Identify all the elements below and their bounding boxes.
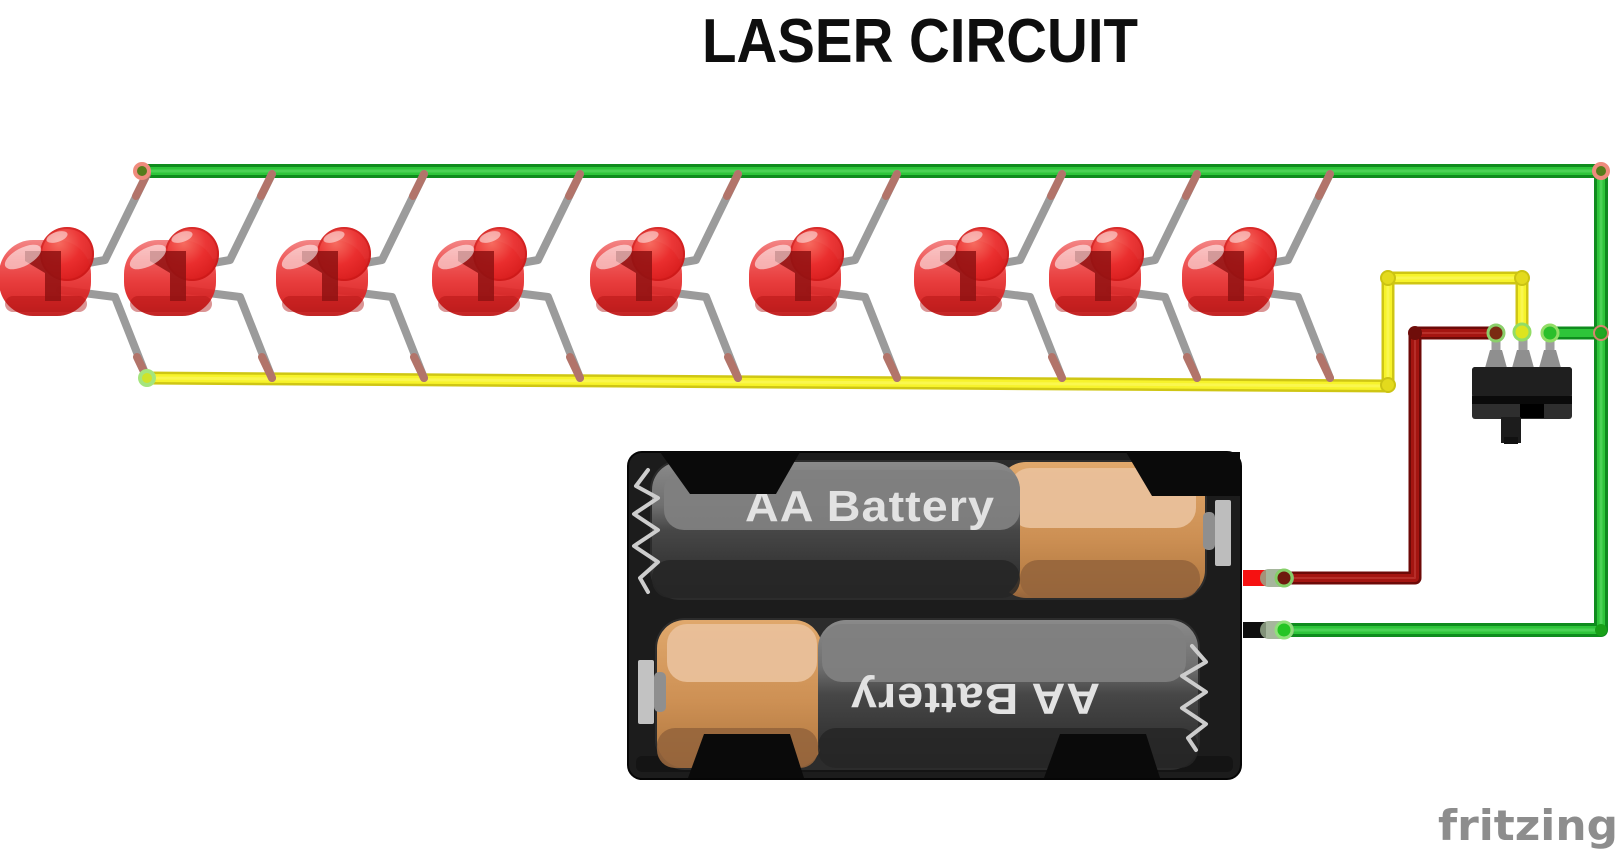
led-2[interactable] [124,174,272,378]
bendpoint-yellow[interactable] [1380,270,1396,286]
battery-holder[interactable]: AA Battery AA Battery [627,451,1294,780]
bendpoint-red[interactable] [1408,326,1422,340]
battery-top-label: AA Battery [745,482,995,531]
battery-bottom-label: AA Battery [850,674,1100,723]
bendpoint-green[interactable] [1595,624,1607,636]
connection-red-pin1[interactable] [1486,323,1506,343]
holder-contact-plate [638,660,654,724]
connection-green-pin3[interactable] [1540,323,1560,343]
connection-yellow-pin2[interactable] [1512,322,1532,342]
bendpoint-yellow-left[interactable] [138,369,156,387]
holder-contact-plate [1215,500,1231,566]
bendpoint-yellow[interactable] [1380,377,1396,393]
wire-green-rail[interactable] [140,164,1608,637]
holder-spring [1180,644,1208,752]
holder-clip [1126,452,1240,496]
holder-clip [688,734,804,778]
bendpoint-yellow[interactable] [1514,270,1530,286]
leds-group [0,174,1330,378]
led-8[interactable] [1049,174,1197,378]
wire-red[interactable] [1277,326,1503,585]
switch-slider-knob[interactable] [1501,417,1521,443]
switch-slot [1520,404,1544,418]
led-5[interactable] [590,174,738,378]
diagram-title: LASER CIRCUIT [702,7,1138,76]
switch-pin-base [1512,350,1534,368]
connection-red-battery[interactable] [1274,568,1294,588]
bendpoints-group [133,162,1610,640]
battery-positive-nub [654,672,666,712]
led-4[interactable] [432,174,580,378]
holder-clip [660,452,800,494]
bendpoint-green-topright[interactable] [1592,162,1610,180]
battery-bottom[interactable]: AA Battery [638,618,1200,770]
slide-switch[interactable] [1472,331,1572,444]
switch-pin-base [1539,350,1561,368]
holder-spring [632,468,660,594]
bendpoint-green-left[interactable] [133,162,151,180]
fritzing-watermark: fritzing [1438,801,1617,849]
led-7[interactable] [914,174,1062,378]
connection-green-battery[interactable] [1274,620,1294,640]
switch-pin-base [1485,350,1507,368]
led-9[interactable] [1182,174,1330,378]
led-6[interactable] [749,174,897,378]
led-3[interactable] [276,174,424,378]
holder-clip [1044,734,1160,778]
battery-positive-nub [1203,512,1215,550]
bendpoint-green-junction[interactable] [1593,325,1609,341]
